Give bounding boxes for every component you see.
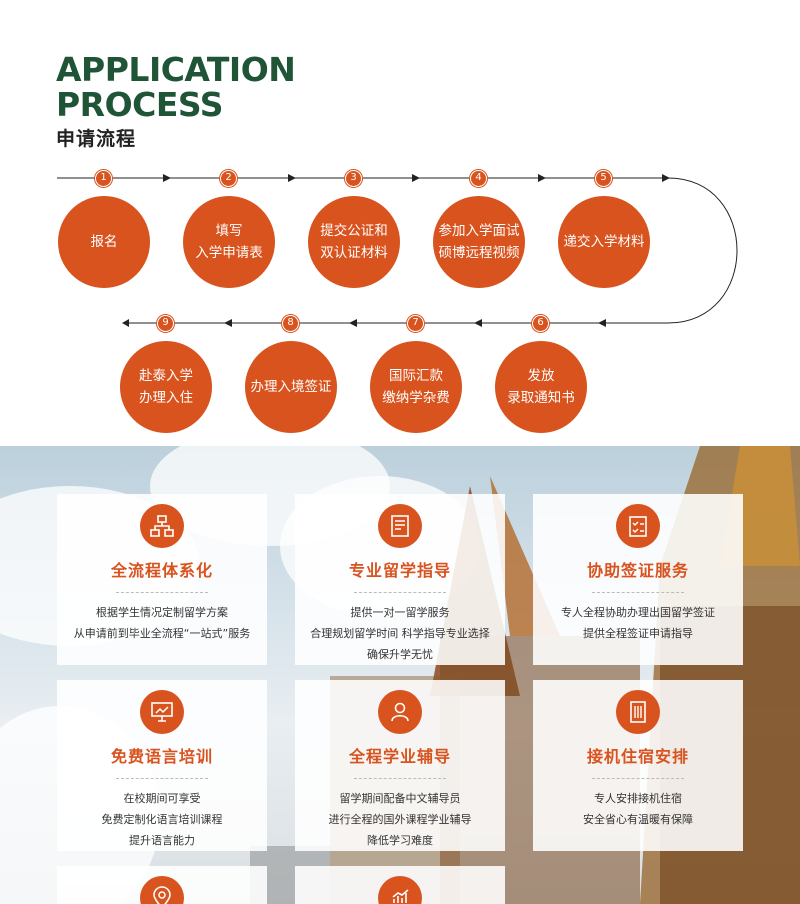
step-label-line: 提交公证和 [320,223,388,239]
page-title-cn: 申请流程 [56,128,137,150]
growth-chart-icon [378,876,422,904]
card-text: 专人安排接机住宿 [594,792,682,805]
building-icon [616,690,660,734]
step-number: 9 [157,315,174,332]
step-8-visa: 办理入境签证 [245,341,337,433]
card-divider [592,592,684,593]
step-label-line: 报名 [90,234,118,250]
card-text: 提供一对一留学服务 [350,606,450,619]
step-1-報名: 报名 [58,196,150,288]
card-text: 进行全程的国外课程学业辅导 [328,813,472,826]
card-divider [116,592,208,593]
step-label-line: 办理入住 [139,390,193,406]
card-text: 合理规划留学时间 科学指导专业选择 [310,627,490,640]
card-divider [116,778,208,779]
step-number: 4 [470,170,487,187]
step-label-line: 发放 [527,368,555,384]
step-label-line: 填写 [215,223,243,239]
card-text: 从申请前到毕业全流程“一站式”服务 [73,627,251,640]
card-divider [354,778,446,779]
tutor-icon [378,690,422,734]
card-title: 接机住宿安排 [586,747,689,766]
card-text: 在校期间可享受 [123,792,201,805]
service-card-pickup-accommodation: 接机住宿安排 专人安排接机住宿 安全省心有温暖有保障 [533,680,743,851]
service-card-full-process: 全流程体系化 根据学生情况定制留学方案 从申请前到毕业全流程“一站式”服务 [57,494,267,665]
checklist-icon [616,504,660,548]
flowchart-icon [140,504,184,548]
step-label-line: 国际汇款 [389,368,443,384]
page-title-en: APPLICATION PROCESS [56,50,296,124]
step-number: 5 [595,170,612,187]
card-text: 专人全程协助办理出国留学签证 [561,606,715,619]
card-title: 全程学业辅导 [348,747,451,766]
step-label-line: 录取通知书 [507,390,575,406]
title-line-application: APPLICATION [56,50,296,89]
step-7-tuition: 国际汇款 缴纳学杂费 [370,341,462,433]
title-line-process: PROCESS [56,85,223,124]
step-number: 2 [220,170,237,187]
card-text: 提升语言能力 [129,834,195,847]
step-3-documents: 提交公证和 双认证材料 [308,196,400,288]
process-flow-connector [57,174,738,327]
card-text: 留学期间配备中文辅导员 [339,792,461,805]
step-label-line: 参加入学面试 [438,223,520,239]
service-card-visa: 协助签证服务 专人全程协助办理出国留学签证 提供全程签证申请指导 [533,494,743,665]
step-6-admission-letter: 发放 录取通知书 [495,341,587,433]
card-text: 安全省心有温暖有保障 [583,813,693,826]
card-text: 免费定制化语言培训课程 [101,813,223,826]
card-title: 协助签证服务 [586,561,689,580]
step-label-line: 递交入学材料 [563,234,645,250]
card-divider [592,778,684,779]
step-label-line: 双认证材料 [320,245,388,261]
document-icon [378,504,422,548]
step-label-line: 入学申请表 [195,245,263,261]
card-title: 专业留学指导 [348,561,451,580]
card-text: 根据学生情况定制留学方案 [96,606,228,619]
card-text: 确保升学无忧 [367,648,433,661]
service-card-professional-guidance: 专业留学指导 提供一对一留学服务 合理规划留学时间 科学指导专业选择 确保升学无… [295,494,505,665]
service-card-academic-tutoring: 全程学业辅导 留学期间配备中文辅导员 进行全程的国外课程学业辅导 降低学习难度 [295,680,505,851]
step-2-application-form: 填写 入学申请表 [183,196,275,288]
service-card-partial [57,866,267,904]
step-label-line: 缴纳学杂费 [382,390,450,406]
step-number: 6 [532,315,549,332]
card-text: 提供全程签证申请指导 [583,627,693,640]
step-label-line: 硕博远程视频 [438,245,520,261]
step-5-submit-materials: 递交入学材料 [558,196,650,288]
step-number: 1 [95,170,112,187]
card-divider [354,592,446,593]
step-4-interview: 参加入学面试 硕博远程视频 [433,196,525,288]
card-title: 免费语言培训 [110,747,213,766]
step-number: 3 [345,170,362,187]
presentation-icon [140,690,184,734]
step-label-line: 赴泰入学 [139,368,193,384]
location-pin-icon [140,876,184,904]
service-card-partial [295,866,505,904]
card-title: 全流程体系化 [110,561,213,580]
card-text: 降低学习难度 [367,834,433,847]
service-card-language-training: 免费语言培训 在校期间可享受 免费定制化语言培训课程 提升语言能力 [57,680,267,851]
step-number: 8 [282,315,299,332]
step-number: 7 [407,315,424,332]
step-label-line: 办理入境签证 [250,379,332,395]
step-9-enrollment: 赴泰入学 办理入住 [120,341,212,433]
